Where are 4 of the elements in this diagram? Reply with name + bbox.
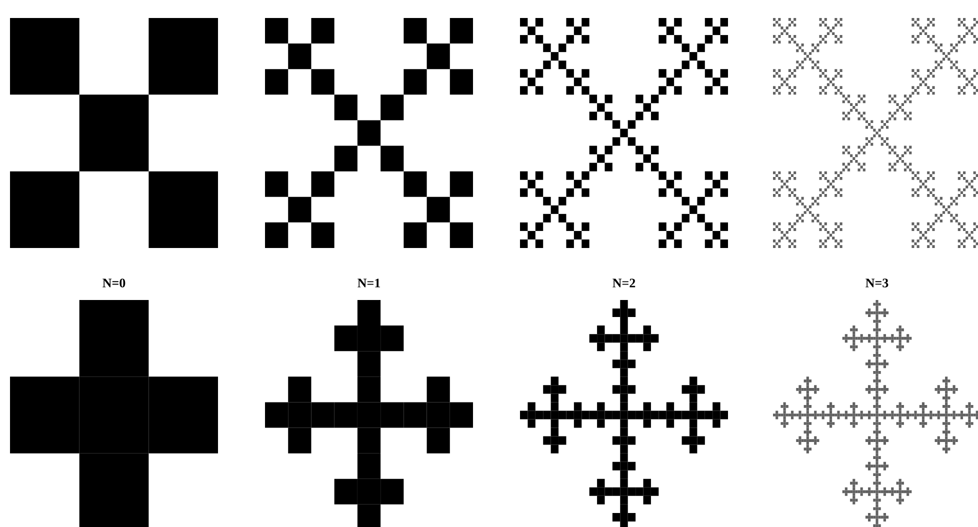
level-label: N=3: [866, 278, 888, 288]
level-label: N=1: [358, 278, 380, 288]
level-label: N=2: [612, 278, 636, 288]
level-label: N=0: [102, 278, 126, 288]
